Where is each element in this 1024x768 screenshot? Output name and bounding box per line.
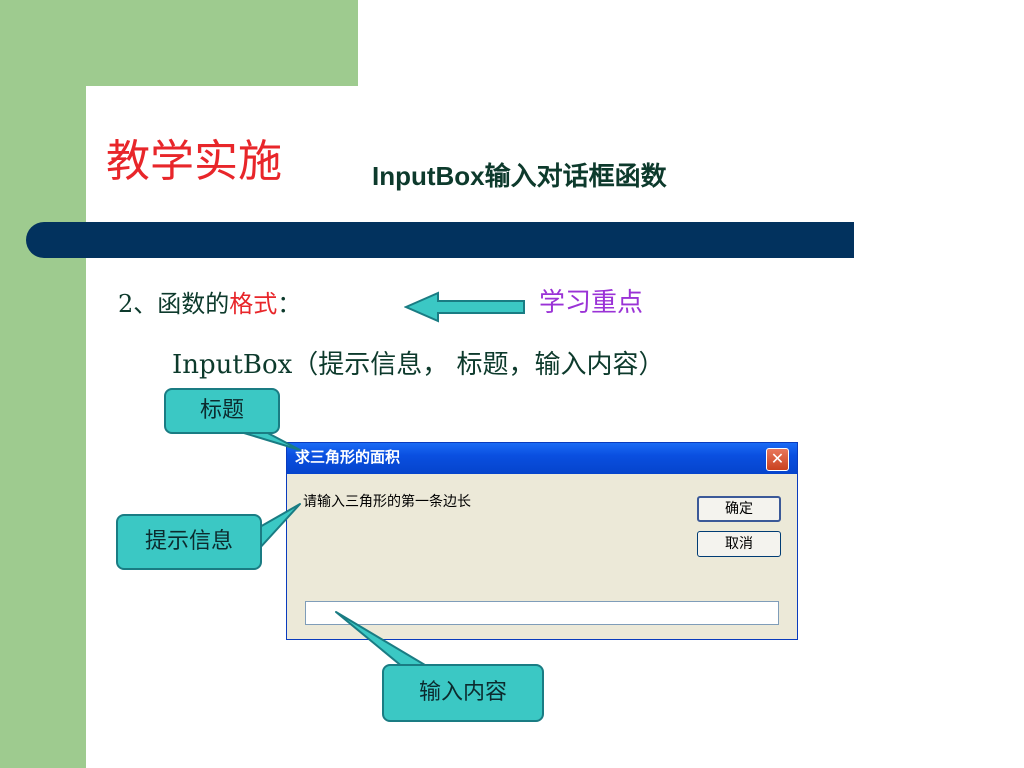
close-icon: ✕ bbox=[770, 449, 785, 468]
prompt-callout: 提示信息 bbox=[116, 514, 262, 570]
key-point-label: 学习重点 bbox=[539, 288, 644, 318]
left-arrow-icon bbox=[404, 291, 525, 323]
dialog-title: 求三角形的面积 bbox=[295, 448, 401, 466]
format-heading: 2、函数的格式： bbox=[118, 292, 301, 316]
slide-subtitle: InputBox输入对话框函数 bbox=[372, 161, 667, 191]
dialog-input-field[interactable] bbox=[305, 601, 779, 625]
title-divider-bar bbox=[26, 222, 854, 258]
input-callout: 输入内容 bbox=[382, 664, 544, 722]
format-suffix: ： bbox=[277, 290, 302, 318]
dialog-prompt: 请输入三角形的第一条边长 bbox=[303, 494, 471, 510]
inputbox-dialog: 求三角形的面积 ✕ 请输入三角形的第一条边长 确定 取消 bbox=[286, 442, 798, 640]
syntax-line: InputBox（提示信息， 标题，输入内容） bbox=[172, 350, 665, 380]
cancel-button[interactable]: 取消 bbox=[697, 531, 781, 557]
format-highlight: 格式 bbox=[229, 290, 278, 318]
ok-button[interactable]: 确定 bbox=[697, 496, 781, 522]
slide-title: 教学实施 bbox=[106, 136, 282, 187]
close-button[interactable]: ✕ bbox=[766, 448, 789, 471]
top-green-band bbox=[0, 0, 358, 86]
dialog-titlebar[interactable]: 求三角形的面积 ✕ bbox=[287, 443, 797, 474]
title-callout: 标题 bbox=[164, 388, 280, 434]
left-green-band bbox=[0, 0, 86, 768]
format-prefix: 2、函数的 bbox=[118, 290, 230, 318]
